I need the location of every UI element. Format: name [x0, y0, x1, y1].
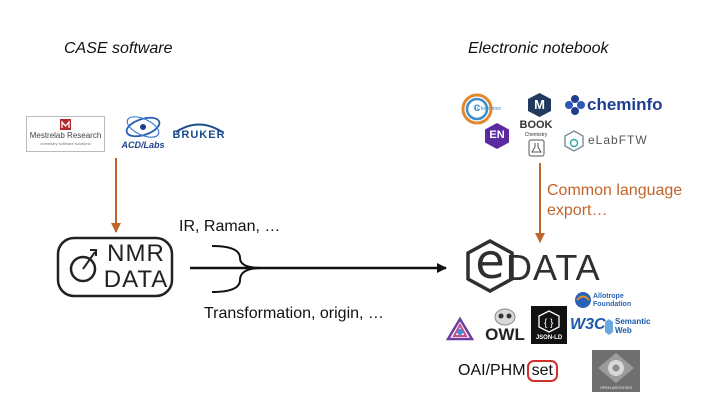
flow-label-bottom: Transformation, origin, … [204, 305, 384, 322]
common-language-line1: Common language [547, 182, 683, 199]
allotrope-name: Allotrope Foundation [593, 293, 632, 308]
edata-letter: e [475, 234, 505, 290]
chemotion-letter: c [473, 100, 481, 114]
jsonld-logo: { } JSON-LD [531, 306, 567, 344]
hexagon-en-icon [485, 123, 509, 149]
nmr-text: NMR [107, 240, 165, 267]
bruker-arc-icon [175, 123, 223, 133]
case-software-heading: CASE software [64, 40, 173, 57]
oai-pmh-prefix: OAI/PHM [458, 362, 526, 379]
chemistry-text: Chemistry [524, 132, 548, 138]
flask-icon [528, 139, 545, 157]
cheminfo-logo: cheminfo [564, 94, 674, 116]
mestrelab-tagline: chemistry software solutions [40, 141, 91, 146]
acd-labs-logo: ACD/Labs [118, 112, 168, 154]
nmr-data-logo: NMR DATA [56, 236, 174, 298]
edata-hexagon-icon [466, 239, 514, 293]
triangle-knot-icon [445, 316, 475, 341]
common-language-line2: export… [547, 202, 608, 219]
owl-bird-icon [494, 308, 516, 326]
jsonld-cube-icon: { } [531, 306, 567, 344]
flow-label-top: IR, Raman, … [179, 218, 281, 235]
open-archives-logo: OPEN ARCHIVES [592, 350, 640, 392]
elabftw-name: eLabFTW [588, 133, 648, 147]
elabftw-logo: eLabFTW [563, 130, 653, 152]
top-merge-curve [211, 245, 263, 269]
hexagon-m-icon [528, 93, 551, 117]
mestrelab-logo: Mestrelab Research chemistry software so… [26, 116, 105, 152]
svg-text:{: { [544, 318, 548, 329]
jsonld-text: JSON-LD [535, 335, 563, 341]
semantic-web-text: Semantic Web [615, 317, 651, 335]
elabftw-flask-icon [564, 130, 584, 152]
electronic-notebook-heading: Electronic notebook [468, 40, 609, 57]
mestrelab-name: Mestrelab Research [29, 131, 102, 140]
open-archives-icon [592, 350, 640, 392]
semantic-web-cube-icon [605, 319, 613, 335]
chemotion-logo: c Chemotion [460, 92, 501, 126]
edata-logo: e DATA [464, 234, 600, 298]
cheminfo-flower-icon [565, 95, 585, 115]
mestrelab-mark-icon [60, 119, 71, 130]
data-text: DATA [103, 266, 169, 293]
bruker-logo: BRUKER [170, 120, 228, 148]
acd-labs-name: ACD/Labs [121, 140, 165, 150]
book-text: BOOK [519, 119, 553, 131]
elabnotebook-logo: EN [484, 122, 510, 150]
nmr-data-frame-icon [56, 236, 174, 298]
edata-text: DATA [506, 247, 601, 288]
chemotion-name: Chemotion [477, 106, 502, 112]
owl-logo: OWL [484, 306, 526, 346]
allotrope-icon [575, 292, 591, 308]
bottom-merge-curve [211, 267, 263, 293]
common-language-label: Common language export… [547, 181, 682, 221]
bruker-name: BRUKER [172, 129, 226, 141]
oai-set-box: set [526, 360, 558, 382]
chemotion-ring-icon [461, 93, 493, 125]
w3c-semantic-web-logo: W3C Semantic Web [570, 314, 651, 340]
en-text: EN [489, 129, 505, 141]
open-archives-caption: OPEN ARCHIVES [599, 385, 633, 390]
book-chemistry-logo: BOOK Chemistry [515, 119, 557, 159]
svg-text:}: } [550, 318, 554, 329]
allotrope-logo: Allotrope Foundation [574, 291, 638, 311]
cheminfo-name: cheminfo [587, 95, 663, 114]
triangle-logo [445, 316, 475, 342]
mnova-letter: M [534, 97, 545, 112]
owl-text: OWL [485, 325, 525, 344]
w3c-text: W3C [570, 316, 606, 333]
mnova-logo: M [527, 92, 552, 118]
acd-molecule-icon [125, 116, 161, 138]
